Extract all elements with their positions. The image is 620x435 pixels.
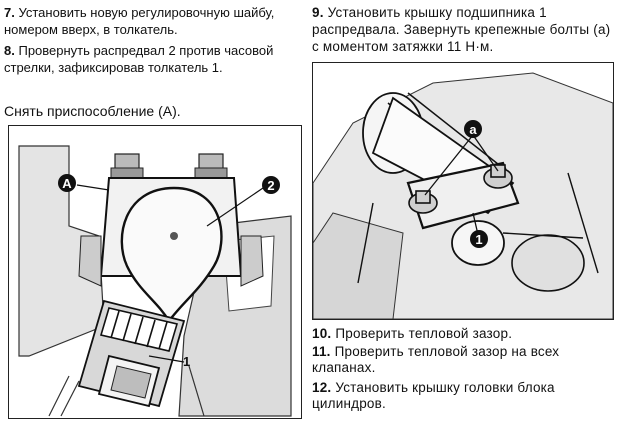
camshaft-tappet-figure: A 2 1 <box>8 125 302 419</box>
callout-a-marker <box>464 120 482 138</box>
callout-1-marker <box>470 230 488 248</box>
step-11-text: Проверить тепловой зазор на всех клапана… <box>312 344 560 375</box>
step-10-text: Проверить тепловой зазор. <box>335 326 513 341</box>
camshaft-tappet-illustration: A 2 1 <box>9 126 301 418</box>
bearing-cap-figure: a 1 <box>312 62 614 320</box>
step-9-number: 9. <box>312 5 324 20</box>
step-12: 12. Установить крышку головки блока цили… <box>312 380 617 412</box>
step-10-number: 10. <box>312 326 332 341</box>
step-8-number: 8. <box>4 43 15 58</box>
bearing-cap-illustration: a 1 <box>313 63 613 319</box>
callout-2-marker <box>262 176 280 194</box>
callout-1-label: 1 <box>183 354 190 369</box>
step-9: 9. Установить крышку подшипника 1 распре… <box>312 4 617 55</box>
step-8-text: Провернуть распредвал 2 против часовой с… <box>4 43 274 75</box>
step-9-text: Установить крышку подшипника 1 распредва… <box>312 5 611 54</box>
step-7: 7. Установить новую регулировочную шайбу… <box>4 4 304 38</box>
step-12-text: Установить крышку головки блока цилиндро… <box>312 380 555 411</box>
step-12-number: 12. <box>312 380 332 395</box>
callout-a-marker <box>58 174 76 192</box>
callout-1-label: 1 <box>475 232 482 247</box>
step-11: 11. Проверить тепловой зазор на всех кла… <box>312 344 617 376</box>
step-7-number: 7. <box>4 5 15 20</box>
callout-a-label: A <box>62 176 72 191</box>
step-7-text: Установить новую регулировочную шайбу, н… <box>4 5 275 37</box>
remove-tool-note: Снять приспособление (А). <box>4 103 181 119</box>
callout-a-label: a <box>469 122 477 137</box>
step-10: 10. Проверить тепловой зазор. <box>312 326 617 342</box>
callout-2-label: 2 <box>267 178 274 193</box>
step-8: 8. Провернуть распредвал 2 против часово… <box>4 42 304 76</box>
step-11-number: 11. <box>312 344 331 359</box>
